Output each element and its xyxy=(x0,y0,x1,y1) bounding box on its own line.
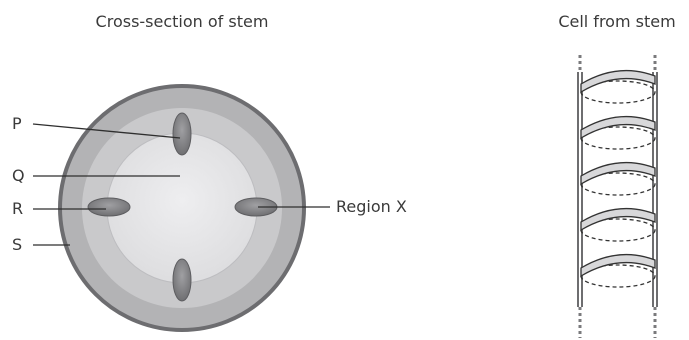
vascular-bundle-bottom xyxy=(173,259,191,301)
cell-wall-ends-top xyxy=(580,55,655,72)
stem-cross-section xyxy=(60,86,304,330)
stem-cell-title: Cell from stem xyxy=(558,12,675,31)
stem-cross-section-title: Cross-section of stem xyxy=(96,12,269,31)
label-q: Q xyxy=(12,166,25,185)
spiral-thickening-3 xyxy=(581,163,655,195)
spiral-thickening-2 xyxy=(581,117,655,149)
label-p: P xyxy=(12,114,22,133)
vascular-bundle-left xyxy=(88,198,130,216)
cell-wall-ends-bottom xyxy=(580,307,655,338)
stem-cell xyxy=(578,55,657,338)
label-r: R xyxy=(12,199,23,218)
label-s: S xyxy=(12,235,22,254)
vascular-bundle-top xyxy=(173,113,191,155)
spiral-thickening-1 xyxy=(581,71,655,103)
spiral-thickening-5 xyxy=(581,255,655,287)
label-region-x: Region X xyxy=(336,197,407,216)
spiral-thickening-4 xyxy=(581,209,655,241)
